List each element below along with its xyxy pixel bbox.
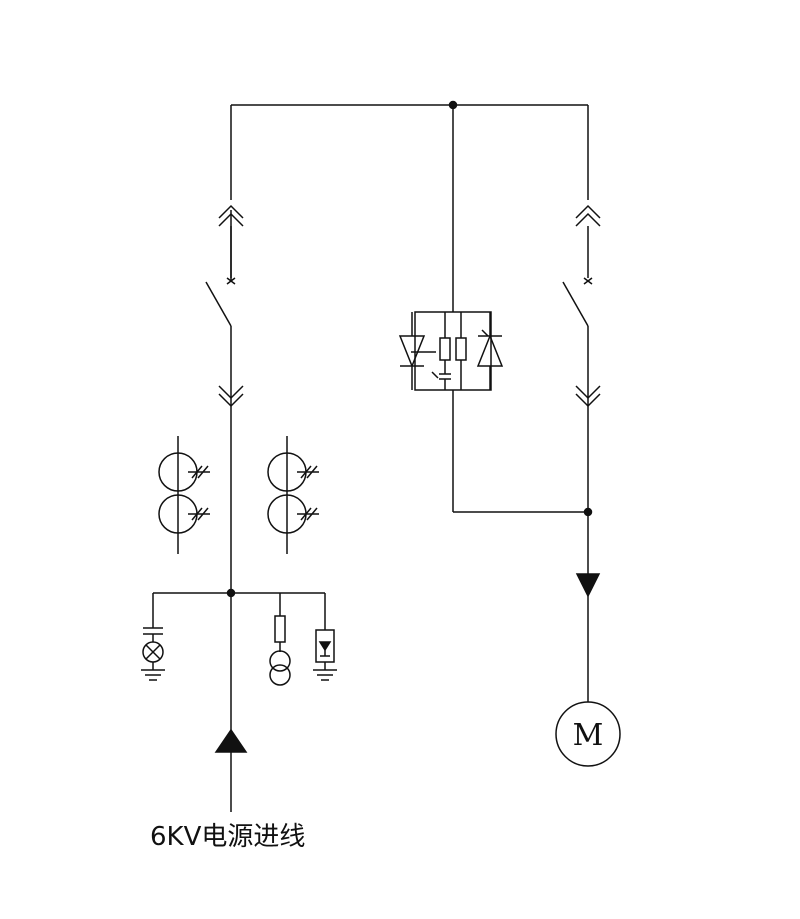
motor-icon: M [555,701,621,767]
incoming-feeder-caption: 6KV电源进线 [150,822,306,852]
current-transformer-icon [158,436,210,554]
auxiliary-busbar [153,588,325,598]
incoming-arrow-icon [214,728,248,753]
surge-arrester-icon [313,593,337,681]
withdrawable-contact-lower [575,385,601,408]
withdrawable-contact-lower [218,385,244,408]
withdrawable-contact-upper [218,204,244,278]
circuit-breaker-icon [562,277,593,327]
motor-label: M [573,718,604,753]
protection-unit-line [452,105,593,517]
outgoing-arrow-icon [575,573,601,598]
withdrawable-contact-upper [575,204,601,227]
circuit-breaker-icon [205,277,236,327]
indicator-lamp-icon [141,593,165,681]
voltage-transformer-icon [269,593,291,686]
top-busbar [231,100,588,110]
protection-unit-icon [398,311,504,391]
current-transformer-icon [267,436,319,554]
